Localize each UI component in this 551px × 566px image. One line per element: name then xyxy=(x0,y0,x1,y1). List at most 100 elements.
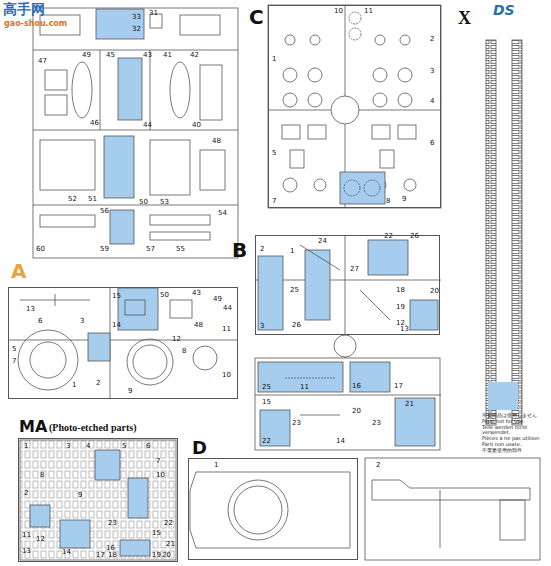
callout-number: 5 xyxy=(122,443,126,450)
callout-number: 53 xyxy=(160,199,169,206)
callout-number: 16 xyxy=(106,545,115,552)
callout-number: 10 xyxy=(156,472,165,479)
callout-number: 11 xyxy=(364,8,373,15)
sprue-frame: X xyxy=(478,5,538,430)
callout-number: 42 xyxy=(190,52,199,59)
callout-number: 45 xyxy=(106,52,115,59)
callout-number: 1 xyxy=(214,462,218,469)
callout-number: 13 xyxy=(26,306,35,313)
callout-number: 43 xyxy=(143,52,152,59)
sprue-letter: B xyxy=(232,240,247,260)
callout-number: 3 xyxy=(430,68,434,75)
callout-number: 10 xyxy=(222,372,231,379)
callout-number: 9 xyxy=(78,492,82,499)
legend-swatch xyxy=(488,382,518,410)
callout-number: 7 xyxy=(156,458,160,465)
callout-number: 7 xyxy=(12,358,16,365)
callout-number: 3 xyxy=(80,318,84,325)
callout-number: 24 xyxy=(318,238,327,245)
callout-number: 44 xyxy=(223,305,232,312)
callout-number: 6 xyxy=(146,443,150,450)
sprue-letter: X xyxy=(458,9,471,27)
callout-number: 51 xyxy=(88,196,97,203)
watermark: gao-shou.com xyxy=(4,20,67,28)
callout-number: 11 xyxy=(22,532,31,539)
callout-number: 11 xyxy=(222,326,231,333)
callout-number: 3 xyxy=(260,323,264,330)
callout-number: 49 xyxy=(82,52,91,59)
callout-number: 8 xyxy=(40,472,44,479)
callout-number: 13 xyxy=(400,326,409,333)
callout-number: 26 xyxy=(292,322,301,329)
sprue-letter: C xyxy=(249,7,264,27)
callout-number: 27 xyxy=(350,266,359,273)
callout-number: 56 xyxy=(100,208,109,215)
callout-number: 44 xyxy=(143,122,152,129)
callout-number: 7 xyxy=(272,198,276,205)
callout-number: 21 xyxy=(405,401,414,408)
callout-number: 3 xyxy=(66,443,70,450)
callout-number: 23 xyxy=(292,420,301,427)
sprue-frame: B xyxy=(255,235,440,335)
callout-number: 13 xyxy=(22,548,31,555)
callout-number: 9 xyxy=(128,388,132,395)
callout-number: 2 xyxy=(260,246,264,253)
sprue-frame: A xyxy=(8,287,238,399)
callout-number: 12 xyxy=(172,336,181,343)
callout-number: 8 xyxy=(182,348,186,355)
callout-number: 2 xyxy=(24,490,28,497)
callout-number: 4 xyxy=(86,443,90,450)
callout-number: 20 xyxy=(352,408,361,415)
callout-number: 23 xyxy=(372,420,381,427)
callout-number: 6 xyxy=(38,318,42,325)
callout-number: 8 xyxy=(386,198,390,205)
callout-number: 59 xyxy=(100,246,109,253)
callout-number: 14 xyxy=(112,322,121,329)
callout-number: 6 xyxy=(430,140,434,147)
sprue-letter: A xyxy=(11,261,26,281)
callout-number: 15 xyxy=(152,530,161,537)
callout-number: 14 xyxy=(336,438,345,445)
callout-number: 1 xyxy=(272,56,276,63)
sprue-frame: C xyxy=(268,5,441,208)
callout-number: 46 xyxy=(90,120,99,127)
sprue-letter: (Photo-etched parts) xyxy=(49,423,136,433)
callout-number: 19 xyxy=(396,304,405,311)
callout-number: 2 xyxy=(430,36,434,43)
callout-number: 48 xyxy=(194,322,203,329)
callout-number: 5 xyxy=(12,346,16,353)
callout-number: 33 xyxy=(132,14,141,21)
callout-number: 15 xyxy=(262,399,271,406)
callout-number: 1 xyxy=(290,248,294,255)
callout-number: 5 xyxy=(272,150,276,157)
callout-number: 52 xyxy=(68,196,77,203)
callout-number: 14 xyxy=(62,549,71,556)
sprue-frame: D xyxy=(188,458,358,560)
callout-number: 48 xyxy=(212,138,221,145)
callout-number: 43 xyxy=(192,290,201,297)
callout-number: 2 xyxy=(96,380,100,387)
callout-number: 17 xyxy=(96,552,105,559)
callout-number: 4 xyxy=(430,98,434,105)
callout-number: 18 xyxy=(396,287,405,294)
callout-number: 1 xyxy=(24,443,28,450)
callout-number: 49 xyxy=(213,296,222,303)
callout-number: 9 xyxy=(402,196,406,203)
callout-number: 60 xyxy=(36,246,45,253)
sprue-frame: MA(Photo-etched parts) xyxy=(18,438,178,562)
callout-number: 12 xyxy=(36,536,45,543)
callout-number: 10 xyxy=(334,8,343,15)
callout-number: 20 xyxy=(430,288,439,295)
callout-number: 40 xyxy=(192,122,201,129)
callout-number: 15 xyxy=(112,293,121,300)
callout-number: 22 xyxy=(164,520,173,527)
callout-number: 55 xyxy=(176,246,185,253)
callout-number: 54 xyxy=(218,210,227,217)
callout-number: 20 xyxy=(162,552,171,559)
callout-number: 2 xyxy=(376,462,380,469)
callout-number: 19 xyxy=(152,552,161,559)
sprue-letter: D xyxy=(192,439,207,457)
callout-number: 23 xyxy=(108,520,117,527)
sprue-letter: MA xyxy=(19,419,47,435)
